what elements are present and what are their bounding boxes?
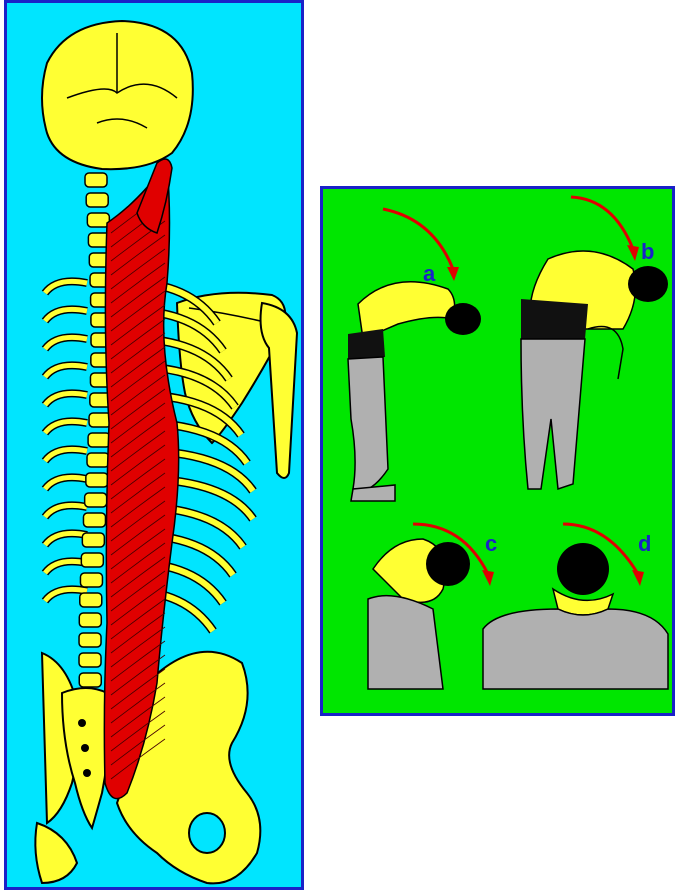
label-b: b xyxy=(641,239,654,264)
vertebra xyxy=(81,553,103,567)
vertebra xyxy=(87,453,109,467)
vertebra xyxy=(86,193,108,207)
stretch-panel: a b c d xyxy=(320,186,675,716)
vertebra xyxy=(85,493,107,507)
vertebra xyxy=(79,633,101,647)
stretch-illustration: a b c d xyxy=(323,189,672,713)
vertebra xyxy=(79,653,101,667)
vertebra xyxy=(88,433,110,447)
vertebra xyxy=(85,173,107,187)
anatomy-illustration xyxy=(7,3,301,887)
vertebra xyxy=(80,573,102,587)
vertebra xyxy=(86,473,108,487)
vertebra xyxy=(79,613,101,627)
vertebra xyxy=(87,213,109,227)
anatomy-panel xyxy=(4,0,304,890)
vertebra xyxy=(80,593,102,607)
vertebra xyxy=(79,673,101,687)
label-a: a xyxy=(423,261,436,286)
label-d: d xyxy=(638,531,651,556)
vertebra xyxy=(83,513,105,527)
vertebra xyxy=(82,533,104,547)
skull xyxy=(42,21,193,169)
label-c: c xyxy=(485,531,497,556)
